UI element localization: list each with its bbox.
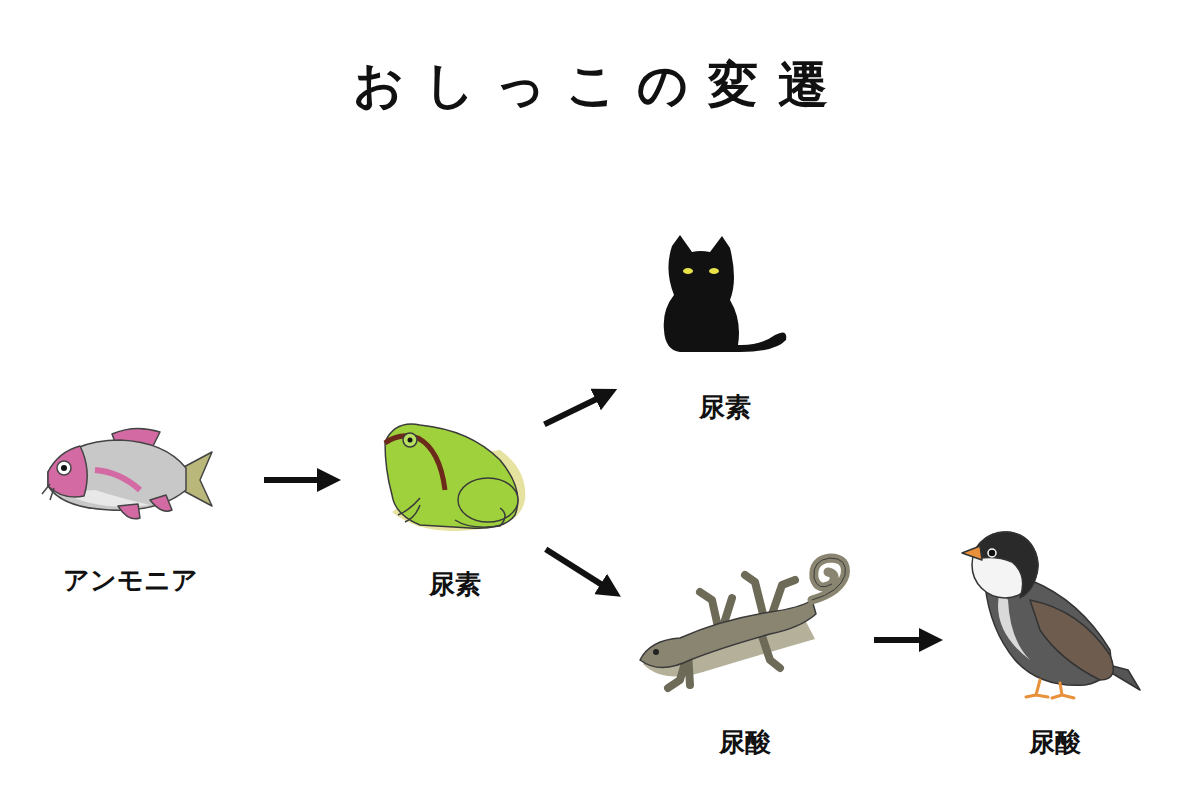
- waste-label: 尿素: [371, 567, 539, 602]
- animal-node: 尿素: [371, 415, 539, 608]
- waste-label-text: 尿素: [426, 569, 484, 599]
- waste-label: 尿酸: [626, 725, 864, 760]
- diagram-title: おしっこの変遷: [0, 52, 1200, 119]
- waste-label: 尿素: [646, 390, 804, 425]
- cat-illustration: [664, 235, 787, 352]
- animal-node: 尿酸: [951, 530, 1159, 766]
- waste-label-text: 尿酸: [1026, 727, 1084, 757]
- animal-node: 尿素: [646, 228, 804, 431]
- gecko-illustration: [640, 558, 845, 688]
- flow-arrow: [874, 637, 931, 643]
- waste-label-text: アンモニア: [60, 565, 201, 595]
- fish-illustration: [42, 428, 212, 518]
- waste-label: 尿酸: [951, 725, 1159, 760]
- flow-arrow: [544, 394, 606, 424]
- flow-arrow: [264, 477, 329, 483]
- waste-label-text: 尿素: [696, 392, 754, 422]
- frog-illustration: [385, 424, 525, 531]
- flow-arrow: [546, 549, 611, 590]
- waste-label-text: 尿酸: [716, 727, 774, 757]
- waste-label: アンモニア: [36, 563, 224, 598]
- animal-node: 尿酸: [626, 565, 864, 766]
- animal-node: アンモニア: [36, 425, 224, 604]
- bird-illustration: [962, 532, 1140, 698]
